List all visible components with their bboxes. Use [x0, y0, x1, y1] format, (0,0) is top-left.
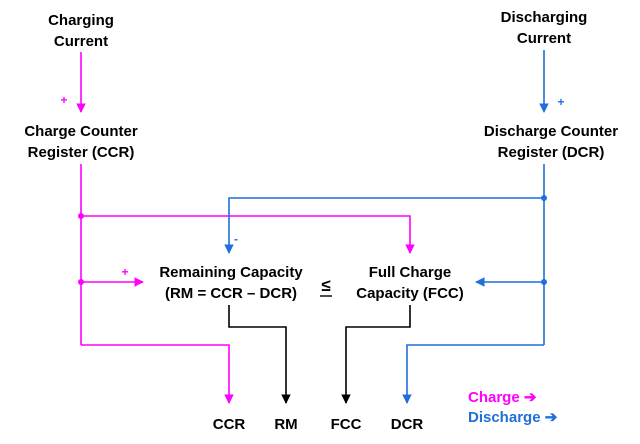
dcr-output-arrow [402, 344, 544, 404]
rm-plus-sign: + [121, 265, 128, 279]
fcc-box-label-line1: Full Charge [369, 264, 452, 281]
charge-junction-dot [78, 279, 84, 285]
charging-current-label-line2: Current [54, 33, 108, 50]
dcr-box-label-line2: Register (DCR) [498, 144, 605, 161]
output-dcr-label: DCR [391, 416, 424, 433]
legend-discharge: Discharge ➔ [468, 409, 558, 426]
ccr-box-label-line2: Register (CCR) [28, 144, 135, 161]
output-fcc-label: FCC [331, 416, 362, 433]
legend-charge: Charge ➔ [468, 389, 537, 406]
output-ccr-label: CCR [213, 416, 246, 433]
output-rm-label: RM [274, 416, 297, 433]
discharging-current-label-line2: Current [517, 30, 571, 47]
discharge-plus-sign: + [557, 95, 564, 109]
ccr-to-fcc-arrow [81, 215, 415, 254]
ccr-box-label-line1: Charge Counter [24, 123, 138, 140]
output-paths [228, 305, 411, 404]
rm-box-label-line1: Remaining Capacity [159, 264, 303, 281]
rm-minus-sign: - [234, 232, 238, 246]
fcc-box-label-line2: Capacity (FCC) [356, 285, 464, 302]
rm-box-label-line2: (RM = CCR – DCR) [165, 285, 297, 302]
charging-current-label-line1: Charging [48, 12, 114, 29]
charge-junction-dot [78, 213, 84, 219]
discharging-current-label-line1: Discharging [501, 9, 588, 26]
discharge-junction-dot [541, 195, 547, 201]
rm-output-arrow [228, 305, 291, 404]
charge-paths [76, 52, 415, 404]
discharge-junction-dot [541, 279, 547, 285]
charge-plus-sign: + [60, 93, 67, 107]
ccr-output-arrow [81, 344, 234, 404]
dcr-box-label-line1: Discharge Counter [484, 123, 618, 140]
less-equal-sign: ≤ [321, 276, 330, 295]
dcr-to-rm-arrow [224, 197, 544, 254]
discharge-paths [224, 50, 549, 404]
fcc-output-arrow [341, 305, 411, 404]
